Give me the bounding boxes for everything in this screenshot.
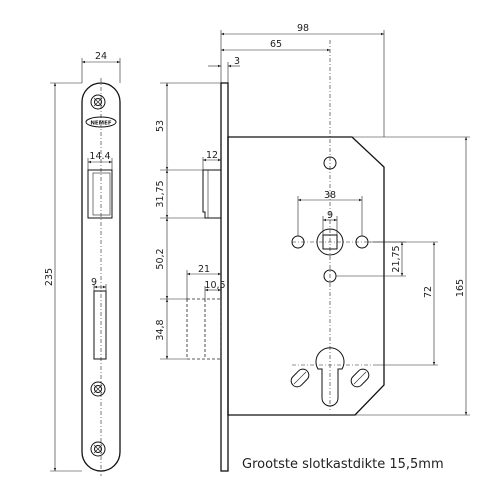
brand-logo: NEMEF bbox=[85, 116, 117, 128]
dim-hole-spacing: 38 bbox=[324, 190, 336, 201]
dim-bolt-throw: 21 bbox=[198, 264, 210, 275]
top-case-hole-icon bbox=[323, 156, 337, 170]
dim-spindle-size: 9 bbox=[327, 210, 333, 221]
dim-2175: 21,75 bbox=[391, 245, 402, 272]
bolt-opening bbox=[93, 290, 107, 360]
dim-latch-width: 14.4 bbox=[89, 151, 110, 162]
dim-53: 53 bbox=[155, 120, 166, 132]
cylinder-profile-icon bbox=[315, 347, 345, 407]
dim-3175: 31,75 bbox=[155, 180, 166, 207]
dim-plate-thickness: 3 bbox=[234, 56, 240, 67]
dim-bolt-width: 9 bbox=[91, 277, 97, 288]
dim-backset: 65 bbox=[270, 39, 282, 50]
dim-502: 50,2 bbox=[155, 248, 166, 269]
handle-spindle-icon bbox=[316, 228, 344, 256]
top-screw-hole-icon bbox=[90, 94, 106, 110]
front-plate-edge bbox=[220, 82, 229, 472]
dim-front-height: 235 bbox=[44, 268, 55, 286]
lock-case-view: 98 65 3 53 31,75 50,2 34,8 12 21 bbox=[155, 23, 470, 472]
dim-latch-projection: 12 bbox=[206, 150, 218, 161]
drawing-caption: Grootste slotkastdikte 15,5mm bbox=[242, 457, 444, 472]
front-plate-view: NEMEF 24 235 14.4 9 bbox=[44, 51, 121, 476]
right-cylinder-slot-icon bbox=[350, 368, 370, 388]
latch-tongue bbox=[202, 169, 222, 219]
bottom-screw-hole-icon bbox=[90, 381, 106, 397]
dim-72: 72 bbox=[423, 286, 434, 298]
dim-front-width: 24 bbox=[95, 51, 107, 62]
latch-opening bbox=[87, 169, 113, 219]
lowest-screw-hole-icon bbox=[90, 441, 106, 457]
dim-165: 165 bbox=[455, 279, 466, 297]
dim-348: 34,8 bbox=[155, 319, 166, 340]
brand-label: NEMEF bbox=[90, 120, 112, 126]
left-cylinder-slot-icon bbox=[290, 368, 310, 388]
dim-case-depth: 98 bbox=[297, 23, 309, 34]
bolt-hidden bbox=[186, 298, 222, 360]
dim-bolt-half: 10,5 bbox=[204, 280, 225, 291]
